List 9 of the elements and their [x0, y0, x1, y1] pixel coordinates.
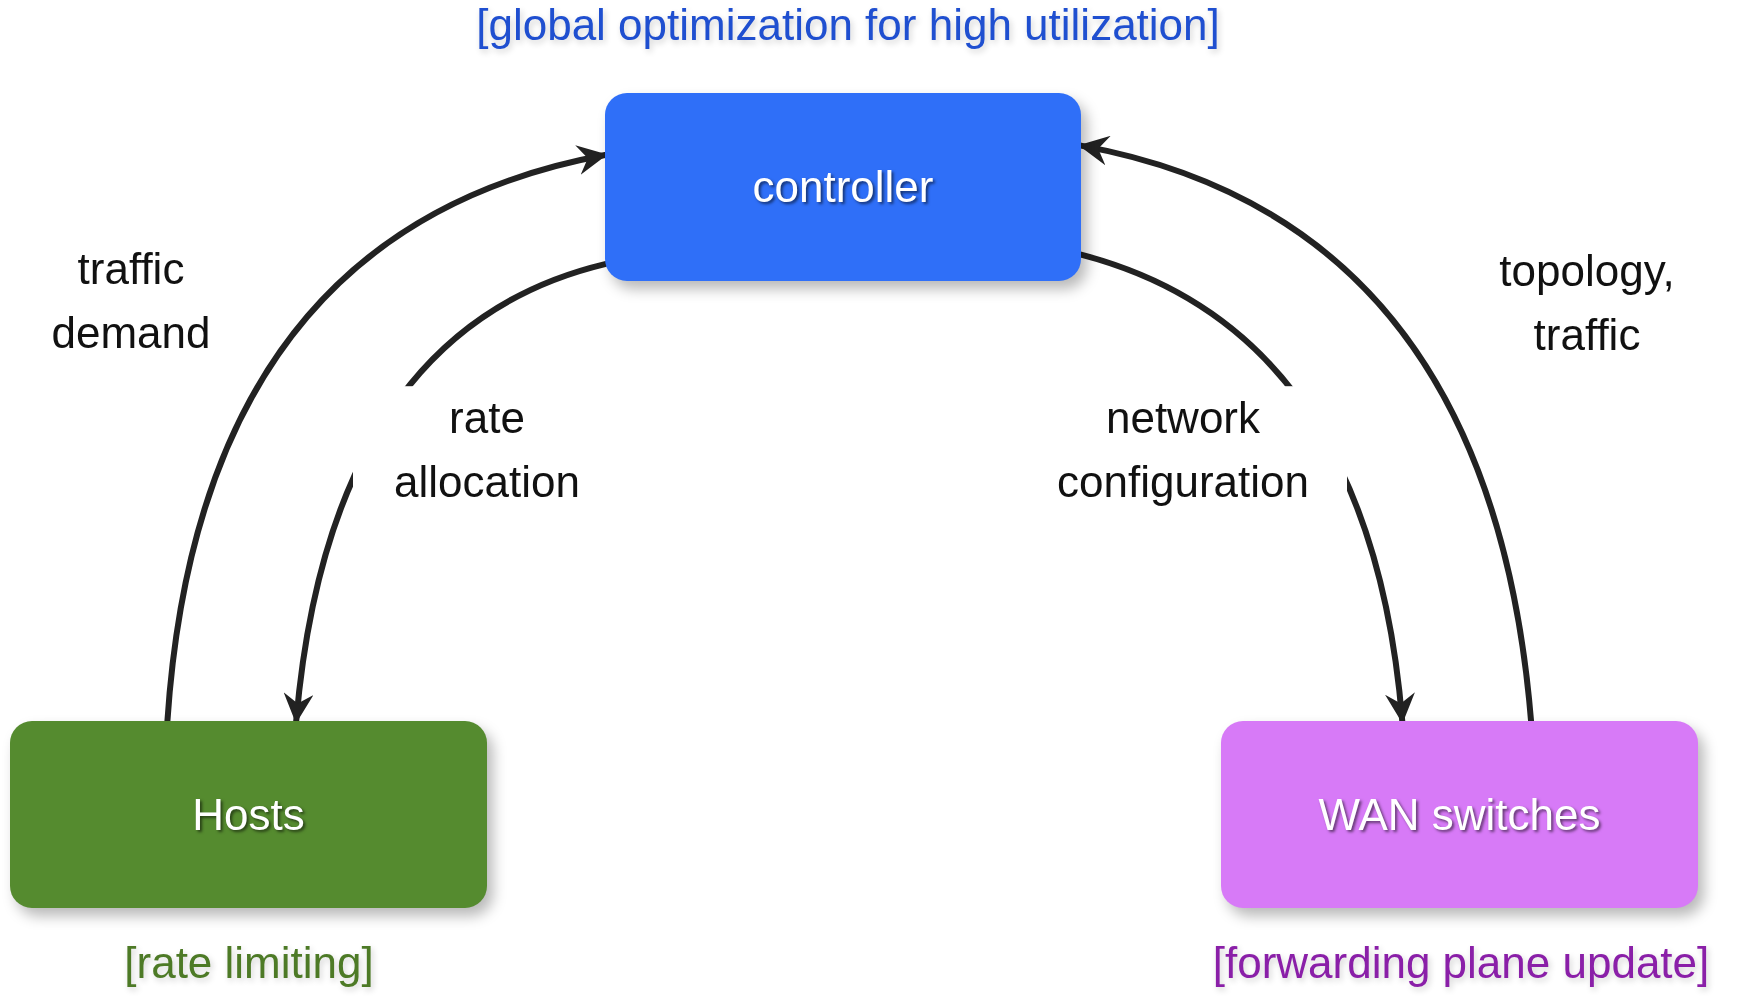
- annotation-text: [global optimization for high utilization]: [476, 0, 1220, 50]
- process-box: [605, 93, 1081, 281]
- node-label: controller: [752, 161, 934, 214]
- node-label: Hosts: [192, 788, 305, 841]
- node-label: WAN switches: [1318, 788, 1601, 841]
- process-box: [10, 721, 487, 908]
- process-box: [1221, 721, 1698, 908]
- annotation-text: [forwarding plane update]: [1212, 938, 1710, 988]
- annotation-text: [rate limiting]: [124, 938, 374, 988]
